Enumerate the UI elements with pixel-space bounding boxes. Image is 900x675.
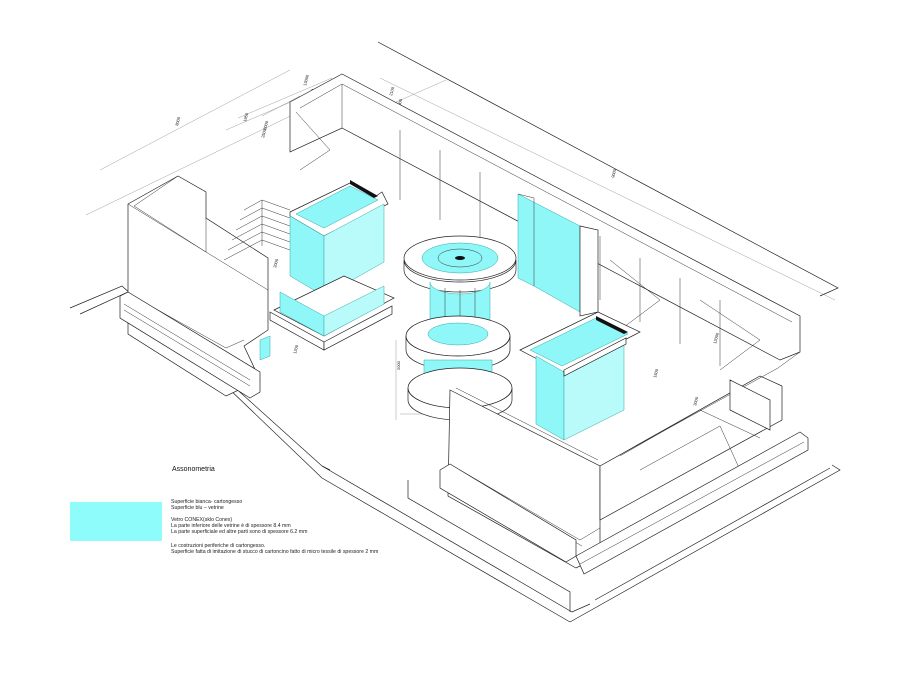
dim-label: 3000: [396, 98, 403, 109]
right-vitrine: [519, 311, 641, 441]
dim-label: 9000: [610, 168, 617, 179]
legend-surface-white: Superficie bianca- cartongesso: [171, 499, 243, 505]
legend-glass-lower: La parte inferiore delle vetrine è di sp…: [171, 523, 291, 529]
left-wall-block: [119, 175, 271, 399]
dim-label: 13000: [302, 73, 310, 86]
dim-label: 2000: [396, 360, 401, 370]
dim-label: 12000: [712, 331, 720, 344]
stair: [223, 199, 291, 261]
dim-label: 8000: [174, 116, 181, 127]
legend-surface-blue: Superficie blu – vetrine: [171, 505, 224, 511]
legend-construction-title: Le costruzioni periferiche di cartongess…: [171, 543, 266, 549]
dim-label: 1950: [242, 112, 249, 123]
dim-label: 8000: [262, 120, 269, 131]
dim-label: 2500: [260, 128, 267, 139]
left-vitrine: [269, 180, 395, 351]
front-wall: [439, 351, 809, 575]
legend-glass-upper: La parte superficiale ed altre parti son…: [171, 529, 308, 535]
legend-glass-title: Vetro CONEX(sklo Conex): [171, 517, 233, 523]
dim-label: 1500: [652, 368, 659, 379]
glass-legend-swatch: [70, 502, 162, 541]
right-glass-panel: [517, 193, 599, 317]
dim-label: 2100: [388, 86, 395, 97]
dim-label: 2000: [272, 258, 279, 269]
floor-outline: [69, 41, 841, 623]
legend-construction-detail: Superficie fatta di imitazione di stucco…: [171, 549, 379, 555]
drawing-caption: Assonometria: [172, 466, 215, 473]
dim-label: 3000: [692, 396, 699, 407]
central-rotunda: [403, 235, 517, 421]
dim-label: 1200: [292, 344, 299, 355]
